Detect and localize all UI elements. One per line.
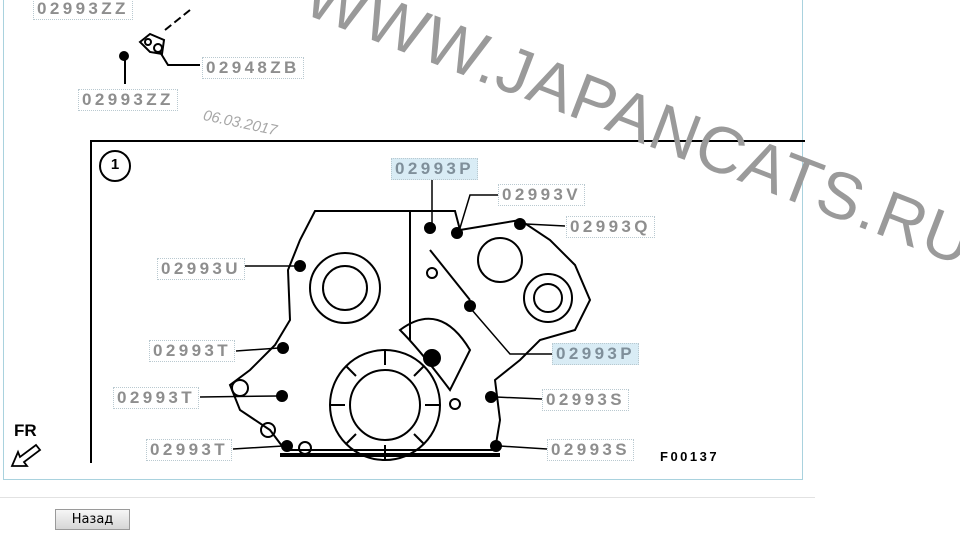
- front-arrow-icon: [10, 443, 42, 467]
- part-label[interactable]: 02993Q: [566, 216, 655, 238]
- part-label-highlighted[interactable]: 02993P: [391, 158, 479, 180]
- bracket-part: [138, 32, 166, 56]
- part-label[interactable]: 02993S: [542, 389, 630, 411]
- part-label[interactable]: 02993T: [113, 387, 200, 409]
- figure-code: F00137: [660, 449, 720, 464]
- back-button[interactable]: Назад: [55, 509, 130, 530]
- part-label[interactable]: 02993ZZ: [78, 89, 178, 111]
- part-label[interactable]: 02993T: [149, 340, 236, 362]
- diagram-frame: [3, 0, 803, 480]
- front-marker: FR: [14, 421, 37, 440]
- part-label[interactable]: 02993S: [547, 439, 635, 461]
- part-label[interactable]: 02993ZZ: [33, 0, 133, 20]
- part-label[interactable]: 02993T: [146, 439, 233, 461]
- part-label[interactable]: 02993U: [157, 258, 245, 280]
- divider: [0, 497, 815, 498]
- part-label[interactable]: 02993V: [498, 184, 586, 206]
- part-label-highlighted[interactable]: 02993P: [552, 343, 640, 365]
- part-label[interactable]: 02948ZB: [202, 57, 304, 79]
- callout-number: 1: [110, 156, 120, 173]
- callout-circle: [99, 150, 131, 182]
